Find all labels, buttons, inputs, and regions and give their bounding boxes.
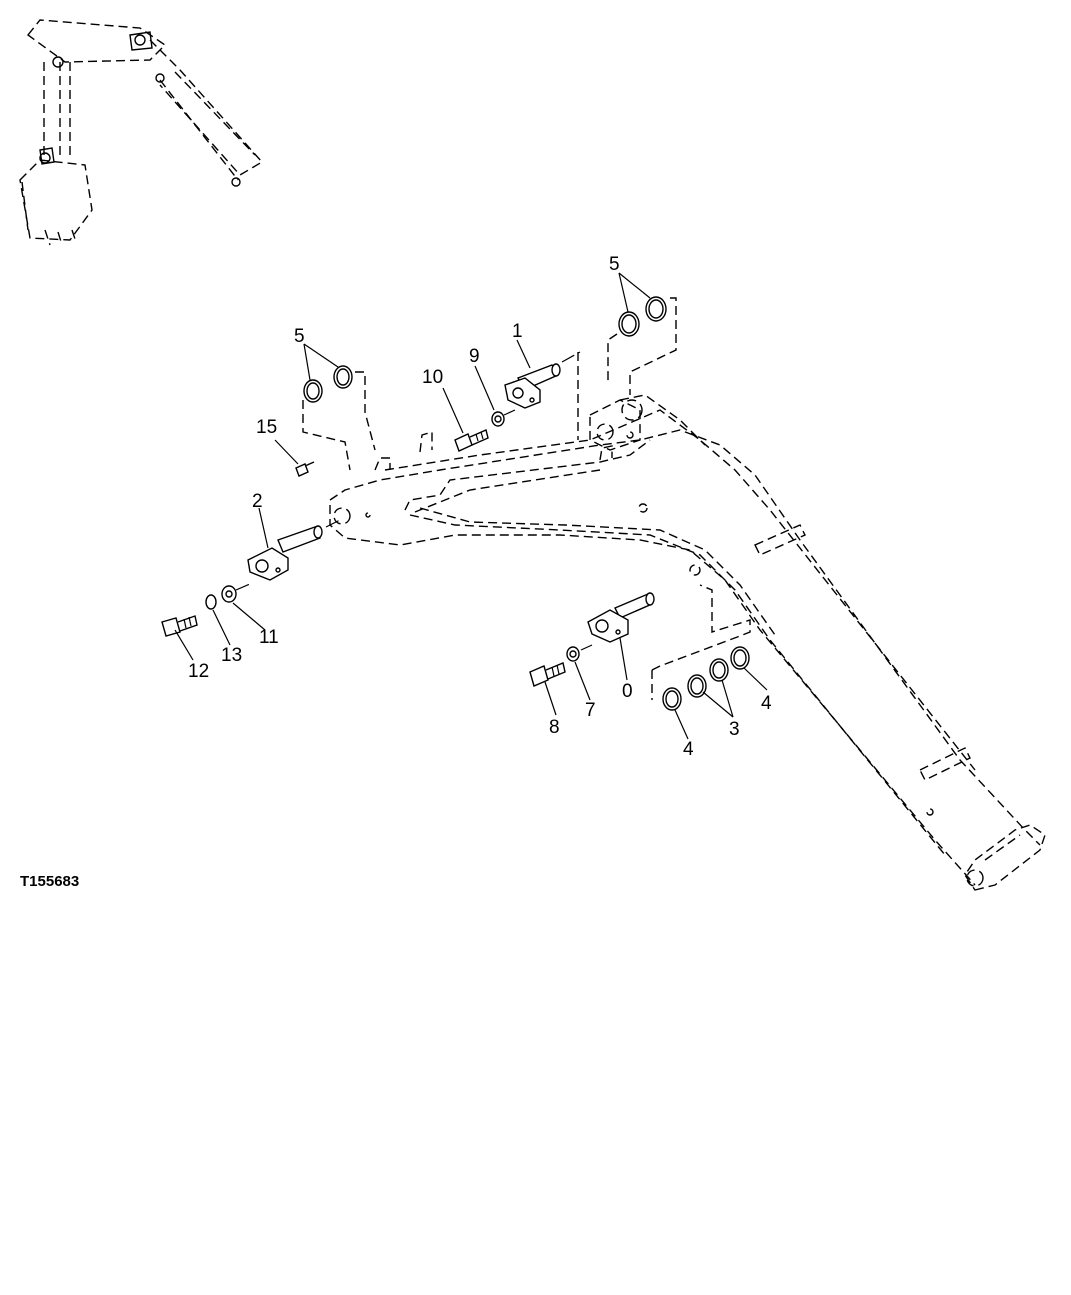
callout-8: 8: [549, 717, 560, 738]
callout-5-top-right: 5: [609, 254, 620, 275]
pin-1: [504, 351, 581, 409]
shims-upper-left: [302, 365, 376, 471]
pin-2: [247, 519, 341, 581]
callout-2: 2: [252, 491, 263, 512]
pin-0: [587, 592, 655, 643]
shims-upper-right: [577, 296, 677, 440]
leader-lines: [174, 272, 768, 740]
locator-thumbnail: [19, 19, 264, 246]
callout-4-right: 4: [761, 693, 772, 714]
callout-4-left: 4: [683, 739, 694, 760]
callouts: 1 5 5 9 10 15 2 12 13 11 8 7 0 4 3 4: [188, 254, 772, 760]
figure-id: T155683: [20, 873, 79, 890]
shims-lower-right: [651, 584, 751, 711]
callout-3: 3: [729, 719, 740, 740]
callout-9: 9: [469, 346, 480, 367]
bolts-and-washers: [161, 409, 593, 687]
callout-7: 7: [585, 700, 596, 721]
callout-1: 1: [512, 321, 523, 342]
callout-0: 0: [622, 681, 633, 702]
callout-10: 10: [422, 367, 443, 388]
callout-5-top-left: 5: [294, 326, 305, 347]
callout-12: 12: [188, 661, 209, 682]
callout-11: 11: [259, 627, 279, 648]
boom-outline: [329, 394, 1046, 891]
callout-13: 13: [221, 645, 242, 666]
callout-15: 15: [256, 417, 277, 438]
